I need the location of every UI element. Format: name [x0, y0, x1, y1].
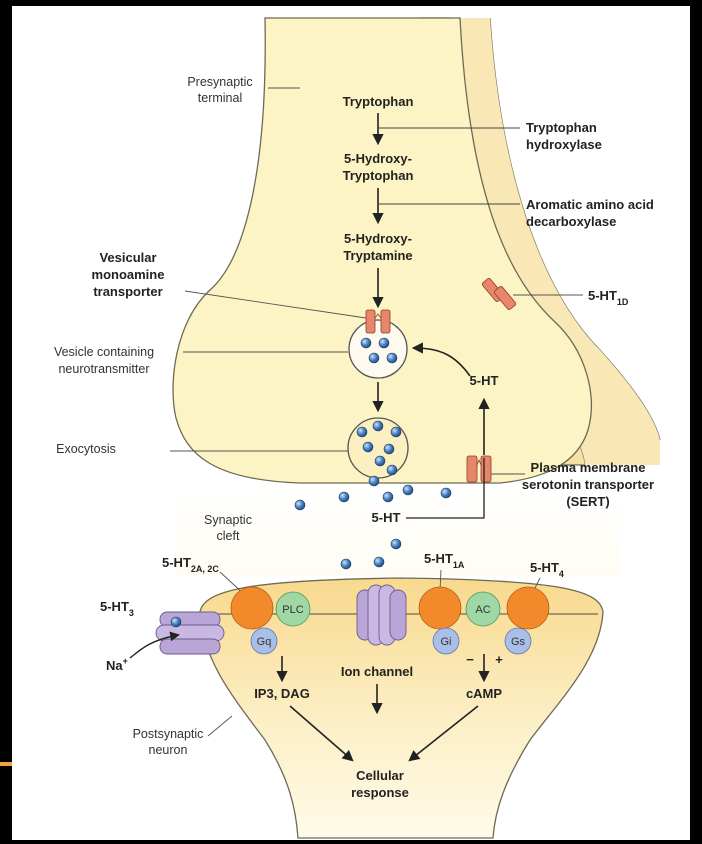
5ht-label-line-2: Tryptamine — [343, 248, 412, 263]
gq-label: Gq — [257, 636, 272, 648]
ion-channel-icon — [357, 585, 406, 645]
vmat-label-line-2: monoamine — [92, 267, 165, 282]
vmat-label-line-1: Vesicular — [99, 250, 156, 265]
aadc-line-2: decarboxylase — [526, 214, 616, 229]
vesicle-label-line-2: neurotransmitter — [58, 362, 149, 376]
tryptophan-hydroxylase-line-2: hydroxylase — [526, 137, 602, 152]
sert-label-line-3: (SERT) — [566, 494, 609, 509]
vesicle-label-line-1: Vesicle containing — [54, 345, 154, 359]
gs-label: Gs — [511, 636, 526, 648]
camp-plus: + — [495, 652, 503, 667]
aadc-line-1: Aromatic amino acid — [526, 197, 654, 212]
5ht4-receptor — [507, 587, 549, 629]
camp-label: cAMP — [466, 686, 502, 701]
tryptophan-label: Tryptophan — [343, 94, 414, 109]
sert-label-line-2: serotonin transporter — [522, 477, 654, 492]
storage-vesicle — [349, 320, 407, 378]
tryptophan-hydroxylase-line-1: Tryptophan — [526, 120, 597, 135]
reuptake-5ht-label: 5-HT — [470, 373, 499, 388]
5htp-label-line-1: 5-Hydroxy- — [344, 151, 412, 166]
postsynaptic-label-line-1: Postsynaptic — [133, 727, 204, 741]
accent-stripe — [0, 762, 12, 766]
sert-label-line-1: Plasma membrane — [531, 460, 646, 475]
gi-label: Gi — [441, 636, 452, 648]
ip3-dag-label: IP3, DAG — [254, 686, 310, 701]
camp-minus: − — [466, 652, 474, 667]
presynaptic-label-line-2: terminal — [198, 91, 242, 105]
cellular-response-line-1: Cellular — [356, 768, 404, 783]
5ht-label-line-1: 5-Hydroxy- — [344, 231, 412, 246]
plc-label: PLC — [282, 604, 303, 616]
postsynaptic-label-line-2: neuron — [149, 743, 188, 757]
synaptic-cleft-line-1: Synaptic — [204, 513, 252, 527]
5htp-label-line-2: Tryptophan — [343, 168, 414, 183]
5ht1a-receptor — [419, 587, 461, 629]
cleft-5ht-label: 5-HT — [372, 510, 401, 525]
synaptic-cleft-line-2: cleft — [217, 529, 240, 543]
ac-label: AC — [475, 604, 490, 616]
5ht3-channel-icon — [156, 612, 224, 654]
5ht2-receptor — [231, 587, 273, 629]
vmat-label-line-3: transporter — [93, 284, 162, 299]
presynaptic-label-line-1: Presynaptic — [187, 75, 252, 89]
exocytosis-label: Exocytosis — [56, 442, 116, 456]
cellular-response-line-2: response — [351, 785, 409, 800]
ion-channel-label: Ion channel — [341, 664, 413, 679]
